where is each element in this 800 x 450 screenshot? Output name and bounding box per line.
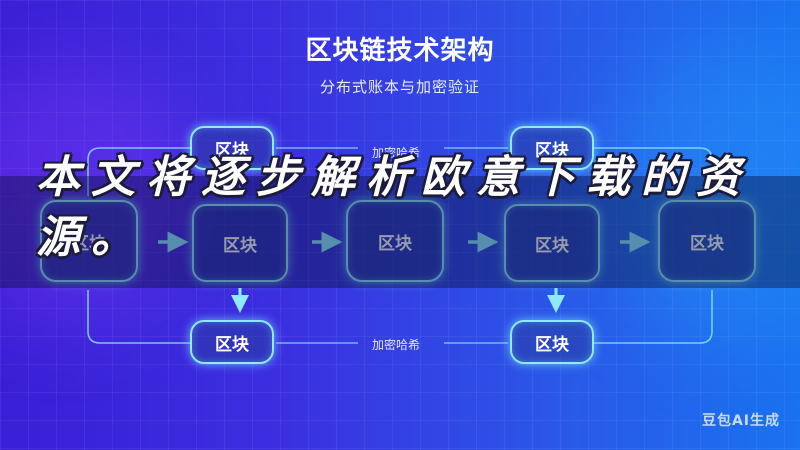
connector-top-left-arc bbox=[87, 147, 190, 196]
overlay-band bbox=[0, 176, 800, 288]
connector-top-right-arc bbox=[594, 147, 713, 196]
block-row-3[interactable]: 区块 bbox=[346, 200, 444, 282]
block-bottom-right[interactable]: 区块 bbox=[510, 320, 594, 364]
block-row-4[interactable]: 区块 bbox=[504, 204, 600, 282]
block-row-1[interactable]: 区块 bbox=[40, 200, 138, 282]
diagram-subtitle: 分布式账本与加密验证 bbox=[319, 78, 480, 96]
block-bottom-left[interactable]: 区块 bbox=[190, 320, 274, 364]
glow-right bbox=[600, 40, 800, 340]
block-row-5[interactable]: 区块 bbox=[658, 200, 756, 282]
connector-bottom-right-arc bbox=[594, 290, 713, 344]
connector-bottom-left-arc bbox=[87, 290, 190, 344]
ai-watermark: 豆包AI生成 bbox=[701, 413, 780, 429]
diagram-title: 区块链技术架构 bbox=[305, 36, 495, 66]
block-top-left[interactable]: 区块 bbox=[190, 126, 274, 170]
edge-label-bottom: 加密哈希 bbox=[372, 338, 421, 352]
overlay-caption: 本文将逐步解析欧意下载的资源。 bbox=[36, 152, 751, 263]
block-row-2[interactable]: 区块 bbox=[192, 204, 288, 282]
block-top-right[interactable]: 区块 bbox=[510, 126, 594, 170]
edge-label-top: 加密哈希 bbox=[372, 146, 421, 160]
